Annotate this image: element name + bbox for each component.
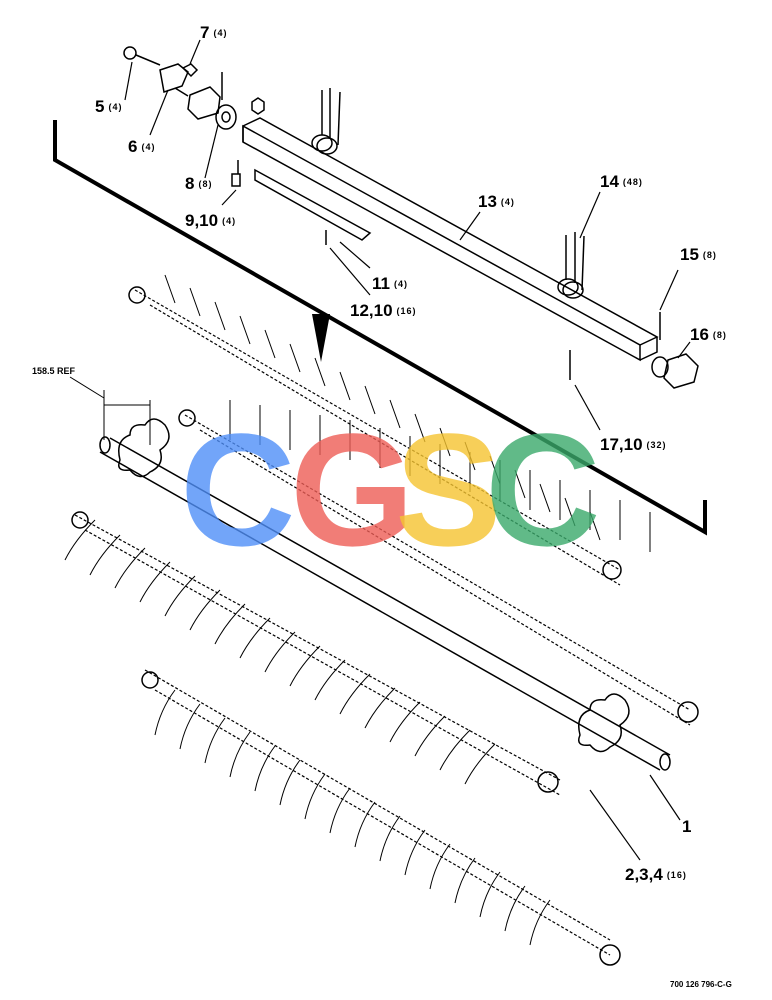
- callout-5: 5(4): [95, 97, 123, 116]
- callout-11: 11(4): [372, 274, 408, 293]
- callout-6: 6(4): [128, 137, 156, 156]
- leader-lines: [124, 39, 691, 861]
- lower-tines: [64, 519, 551, 946]
- assembly-bracket: [53, 120, 707, 536]
- insertion-arrow: [312, 314, 330, 362]
- callout-8: 8(8): [185, 174, 213, 193]
- ref-dimension: [69, 376, 151, 445]
- ref-dimension-label: 158.5 REF: [32, 366, 76, 376]
- reel-shaft: [99, 418, 671, 771]
- lower-tine-bar: [74, 514, 611, 956]
- callout-9-10: 9,10(4): [185, 211, 237, 230]
- top-parts: [123, 46, 265, 187]
- end-hub-upper: [128, 286, 699, 723]
- tine-spring-14b: [557, 232, 585, 299]
- upper-tine-bar: [134, 289, 691, 726]
- callout-12-10: 12,10(16): [350, 301, 417, 320]
- callout-14: 14(48): [600, 172, 643, 191]
- drawing-number: 700 126 796-C-G: [670, 980, 732, 989]
- tine-spring-14: [311, 88, 341, 155]
- tine-bar: [242, 88, 699, 389]
- upper-tines: [164, 274, 651, 552]
- callout-7: 7(4): [200, 23, 228, 42]
- callout-17-10: 17,10(32): [600, 435, 667, 454]
- callout-15: 15(8): [680, 245, 717, 264]
- callout-16: 16(8): [690, 325, 727, 344]
- callout-2-3-4: 2,3,4(16): [625, 865, 687, 884]
- end-hub-lower: [71, 511, 621, 966]
- callout-1: 1: [682, 817, 692, 836]
- callout-13: 13(4): [478, 192, 515, 211]
